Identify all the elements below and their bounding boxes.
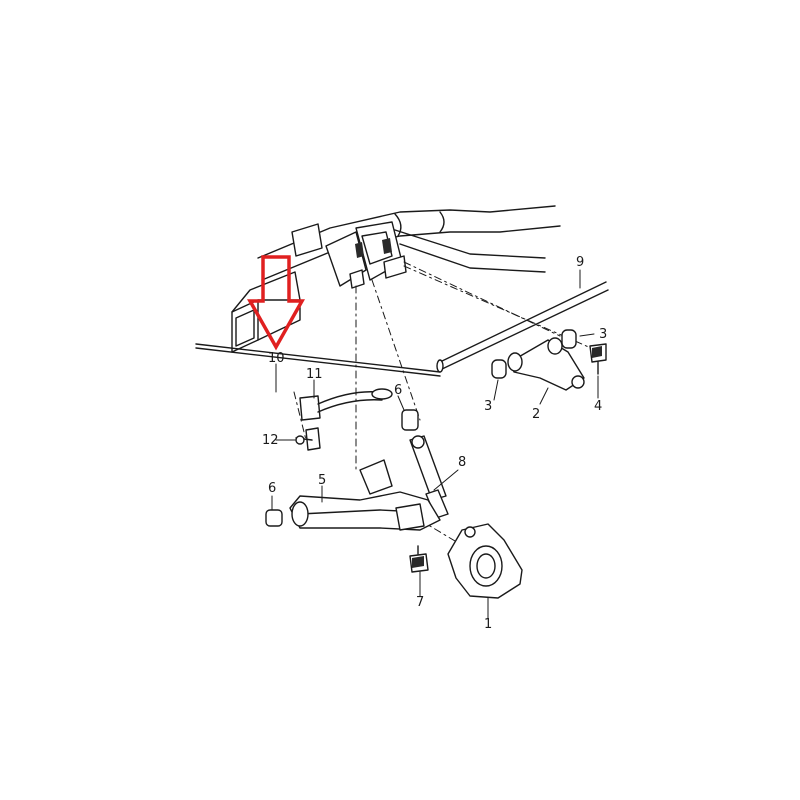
callout-4: 4 [594,399,602,414]
leader-lines [271,269,599,619]
upper-control-arm [507,337,585,391]
steering-knuckle [447,523,523,599]
stabilizer-bar [195,281,609,377]
callout-7: 7 [416,595,424,610]
upper-ball-joint [589,343,607,375]
callout-5: 5 [318,473,326,488]
callout-12: 12 [262,433,279,448]
red-highlight-arrow [247,255,305,351]
callout-2: 2 [532,407,540,422]
callout-10: 10 [268,351,285,366]
callout-9: 9 [576,255,584,270]
callout-labels: 1 2 3 3 4 5 6 6 7 8 9 10 11 12 [262,255,607,632]
stabilizer-bracket [299,388,393,421]
callout-8: 8 [458,455,466,470]
upper-arm-bushings [491,329,577,379]
frame-rail [231,205,561,353]
callout-6-lower: 6 [268,481,276,496]
callout-11: 11 [306,367,323,382]
lower-control-arm [289,459,441,531]
callout-3-left: 3 [484,399,492,414]
shock-absorber [409,435,449,519]
callout-1: 1 [484,617,492,632]
callout-6-upper: 6 [394,383,402,398]
upper-shock-bushing [401,409,419,431]
lower-arm-bushing [265,509,283,527]
link-bolt [295,427,321,451]
callout-3-right: 3 [599,327,607,342]
lower-ball-joint [409,545,429,573]
